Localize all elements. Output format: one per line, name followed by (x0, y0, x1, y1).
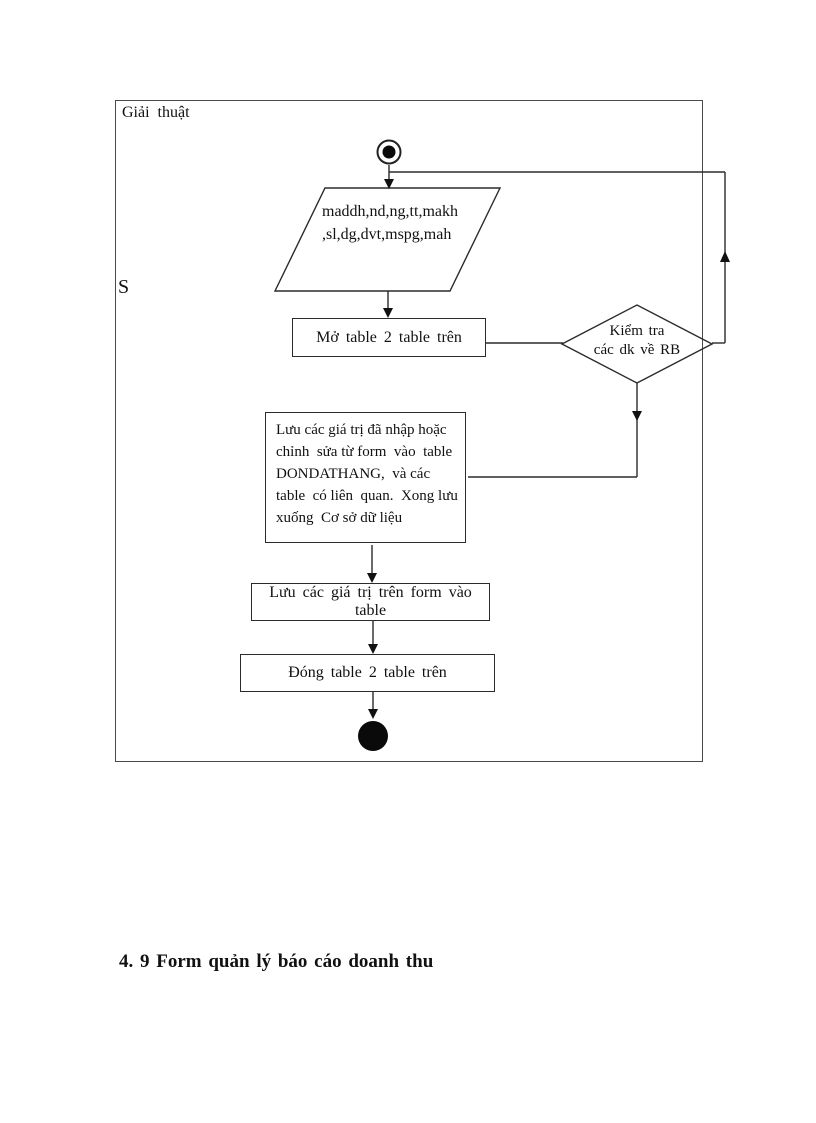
savedb-line3: DONDATHANG, và các (276, 466, 431, 482)
frame-title: Giải thuật (122, 104, 190, 121)
arrowhead-into-open (383, 308, 393, 318)
process-save-form-label: Lưu các giá trị trên form vào table (269, 584, 472, 619)
savedb-line4: table có liên quan. Xong lưu (276, 488, 458, 504)
arrowhead-decision-down (632, 411, 642, 421)
arrowhead-into-input (384, 179, 394, 189)
section-heading: 4. 9 Form quản lý báo cáo doanh thu (119, 951, 434, 972)
process-save-form-values: Lưu các giá trị trên form vào table (251, 583, 490, 621)
input-node-text: maddh,nd,ng,tt,makh ,sl,dg,dvt,mspg,mah (322, 200, 458, 246)
process-open-tables-label: Mở table 2 table trên (316, 328, 462, 346)
savedb-line2: chỉnh sửa từ form vào table (276, 444, 453, 460)
process-close-tables-label: Đóng table 2 table trên (288, 664, 447, 681)
input-node-line1: maddh,nd,ng,tt,makh (322, 203, 458, 220)
arrowhead-into-close (368, 644, 378, 654)
start-node-dot (382, 145, 396, 159)
process-close-tables: Đóng table 2 table trên (240, 654, 495, 692)
process-save-dondathang: Lưu các giá trị đã nhập hoặc chỉnh sửa t… (265, 412, 466, 543)
side-label-s: S (118, 276, 130, 298)
input-parallelogram-shape (273, 187, 502, 292)
decision-node-text: Kiểm tra các dk về RB (567, 322, 707, 360)
arrowhead-into-end (368, 709, 378, 719)
decision-line2: các dk về RB (593, 342, 681, 358)
process-open-tables: Mở table 2 table trên (292, 318, 486, 357)
savedb-line1: Lưu các giá trị đã nhập hoặc (276, 422, 447, 438)
arrowhead-feedback-up (720, 251, 730, 262)
end-node-circle (358, 721, 388, 751)
input-node-line2: ,sl,dg,dvt,mspg,mah (322, 226, 452, 243)
arrowhead-into-saveform (367, 573, 377, 583)
savedb-line5: xuống Cơ sở dữ liệu (276, 510, 403, 526)
decision-line1: Kiểm tra (609, 323, 665, 339)
decision-diamond-shape (560, 304, 714, 384)
algorithm-frame (115, 100, 703, 762)
